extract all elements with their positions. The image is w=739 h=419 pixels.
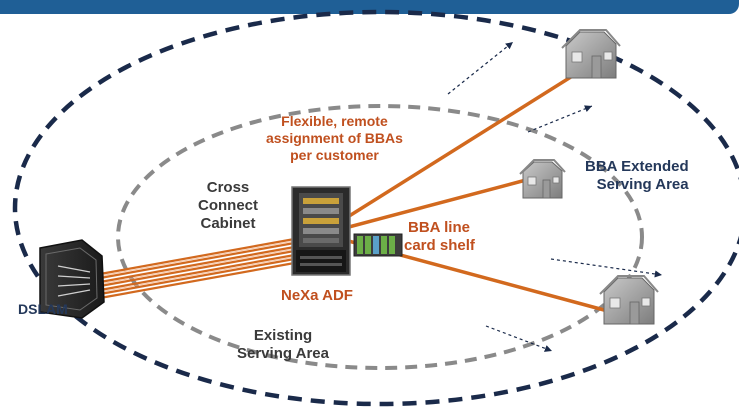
cross-connect-line-3: Cabinet — [200, 215, 256, 232]
customer-line — [329, 68, 583, 230]
nexa-adf-label: NeXa ADF — [281, 287, 353, 304]
extended-serving-area-boundary — [12, 9, 739, 407]
customer-line — [329, 178, 527, 234]
cross-connect-line-2: Connect — [198, 197, 258, 214]
fiber-bundle — [99, 236, 301, 300]
cabinet-icon — [291, 186, 351, 276]
existing-area-line-2: Serving Area — [237, 345, 329, 362]
existing-area-line-1: Existing — [253, 327, 313, 344]
flexible-assignment-line-1: Flexible, remote — [281, 113, 388, 129]
house-icon — [599, 275, 659, 325]
dslam-label: DSLAM — [18, 301, 68, 317]
existing-serving-area-label: Existing Serving Area — [237, 327, 329, 363]
flexible-assignment-label: Flexible, remote assignment of BBAs per … — [266, 113, 403, 163]
extended-area-line-1: BBA Extended — [585, 158, 689, 175]
bba-line-card-line-2: card shelf — [404, 237, 475, 254]
cross-connect-line-1: Cross — [206, 179, 250, 196]
bba-line-card-shelf-label: BBA line card shelf — [404, 219, 475, 255]
bba-extended-serving-area-label: BBA Extended Serving Area — [585, 158, 689, 194]
extension-arrow — [527, 105, 593, 133]
line-card-shelf-icon — [353, 233, 403, 257]
house-icon — [519, 159, 566, 199]
bba-line-card-line-1: BBA line — [408, 219, 470, 236]
flexible-assignment-line-3: per customer — [290, 146, 379, 163]
extension-arrow — [447, 41, 514, 95]
dslam-icon — [39, 239, 105, 319]
existing-serving-area-boundary — [116, 104, 644, 370]
extension-arrow — [550, 258, 663, 278]
cross-connect-cabinet-label: Cross Connect Cabinet — [198, 179, 258, 233]
extended-area-line-2: Serving Area — [596, 176, 689, 193]
house-icon — [561, 29, 621, 79]
header-bar — [0, 0, 739, 14]
flexible-assignment-line-2: assignment of BBAs — [266, 129, 403, 146]
extension-arrows — [447, 41, 663, 352]
